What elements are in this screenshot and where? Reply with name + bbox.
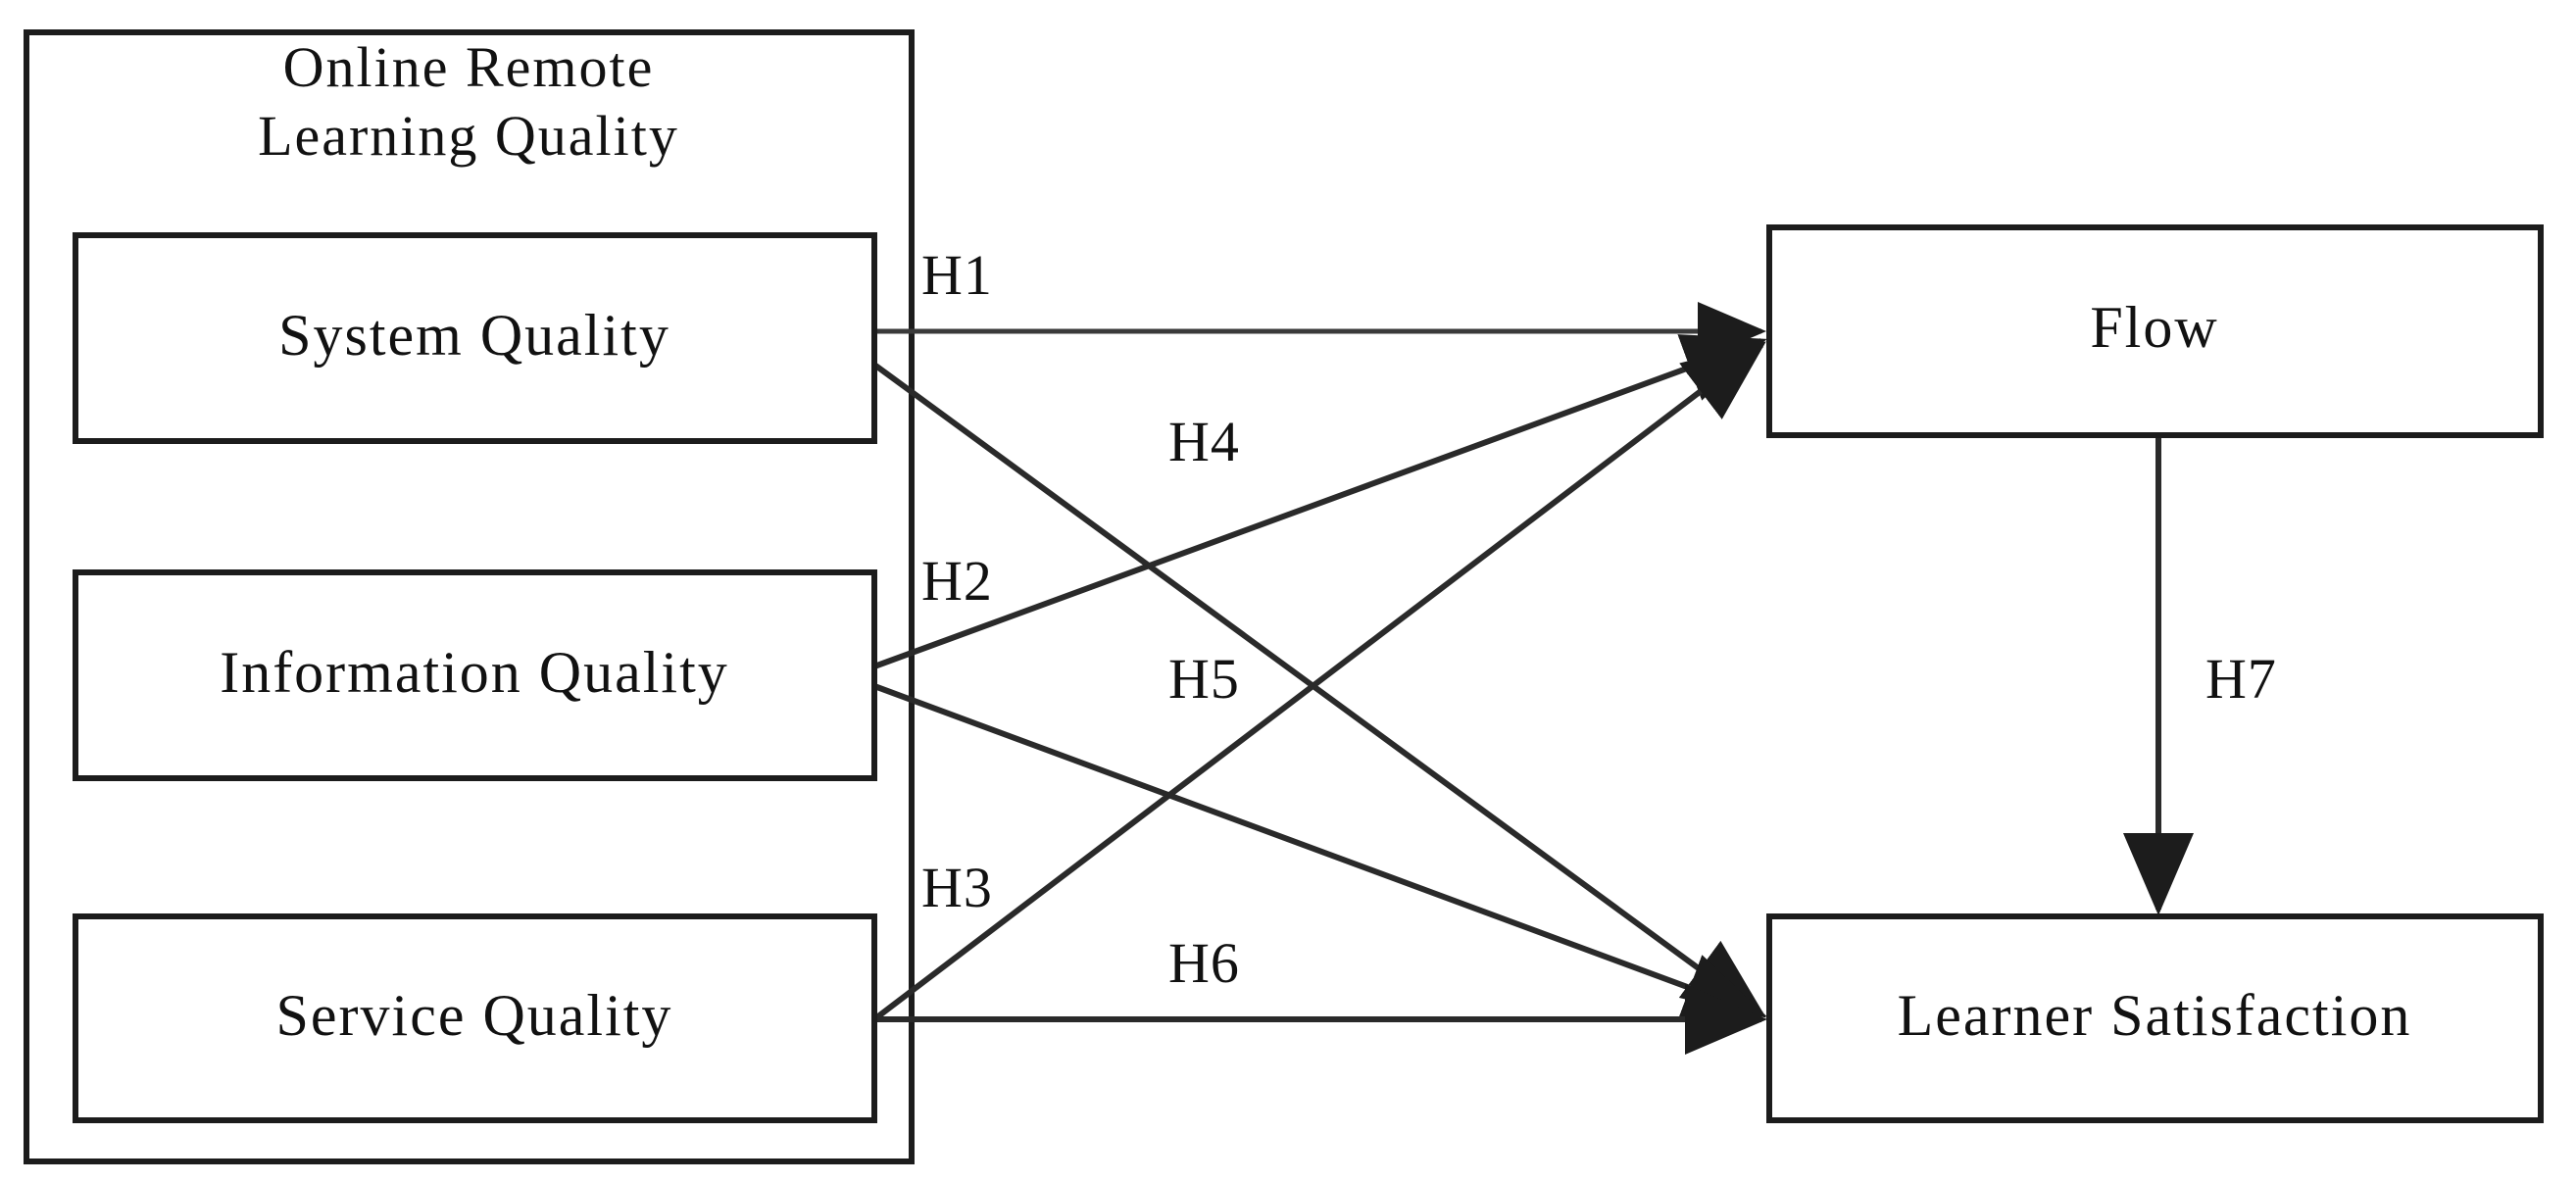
group-title-line-1: Online Remote — [283, 35, 655, 99]
edge-h4-system-quality-to-learner-satisfaction — [872, 362, 1766, 1018]
node-learner-satisfaction-label: Learner Satisfaction — [1898, 983, 2412, 1048]
edge-h3-service-quality-to-flow — [872, 341, 1766, 1022]
hypothesis-label-h2: H2 — [921, 549, 993, 613]
node-information-quality-label: Information Quality — [220, 640, 729, 705]
hypothesis-label-h3: H3 — [921, 856, 993, 919]
edge-h2-information-quality-to-flow — [872, 334, 1767, 669]
hypothesis-label-h1: H1 — [921, 243, 993, 307]
node-flow[interactable] — [1766, 224, 2544, 438]
node-service-quality[interactable] — [73, 913, 877, 1123]
hypothesis-label-h5: H5 — [1168, 647, 1240, 711]
node-information-quality[interactable] — [73, 569, 877, 781]
hypothesis-label-h6: H6 — [1168, 931, 1240, 995]
node-system-quality[interactable] — [73, 232, 877, 444]
node-flow-label: Flow — [2090, 295, 2218, 360]
node-learner-satisfaction[interactable] — [1766, 913, 2544, 1123]
group-title-line-2: Learning Quality — [258, 104, 679, 168]
online-remote-learning-quality-group — [24, 29, 915, 1164]
hypothesis-label-h7: H7 — [2205, 647, 2277, 711]
hypothesis-label-h4: H4 — [1168, 410, 1240, 473]
node-system-quality-label: System Quality — [278, 303, 670, 368]
node-service-quality-label: Service Quality — [276, 983, 673, 1048]
edge-h5-information-quality-to-learner-satisfaction — [872, 683, 1767, 1021]
